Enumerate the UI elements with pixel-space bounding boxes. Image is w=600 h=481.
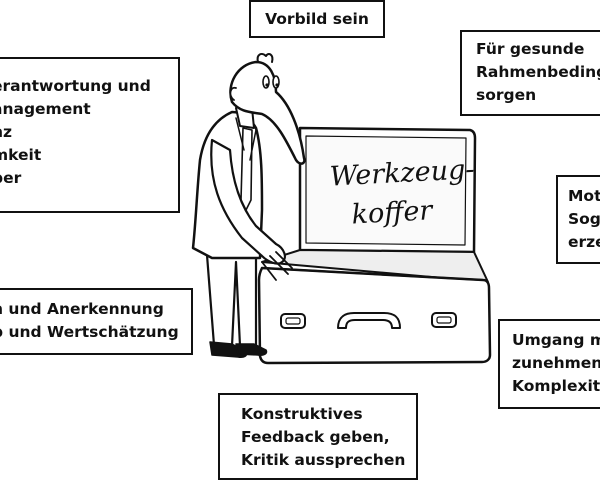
role-box-rahmenbedingungen: Für gesunde Rahmenbeding sorgen bbox=[460, 30, 600, 116]
role-box-line: nz bbox=[0, 123, 13, 141]
role-box-line: erze bbox=[568, 233, 600, 251]
role-box-feedback: Konstruktives Feedback geben, Kritik aus… bbox=[218, 393, 418, 480]
man-arm bbox=[210, 138, 286, 265]
role-box-komplexitaet: Umgang m zunehmen Komplexita bbox=[498, 319, 600, 409]
role-box-line: Konstruktives bbox=[241, 405, 363, 423]
suitcase-label-line1: Werkzeug- bbox=[329, 154, 475, 193]
man-head bbox=[229, 60, 306, 165]
role-box-line: Komplexita bbox=[512, 377, 600, 395]
role-box-motivation: Mot Sog erze bbox=[556, 175, 600, 264]
role-box-line: erantwortung und bbox=[0, 77, 151, 95]
role-box-line: Kritik aussprechen bbox=[241, 451, 406, 469]
role-box-line: Sog bbox=[568, 210, 600, 228]
role-box-line: Feedback geben, bbox=[241, 428, 390, 446]
role-box-line: n und Anerkennung bbox=[0, 300, 164, 318]
man-shoe-right bbox=[235, 343, 268, 356]
role-box-line: Rahmenbeding bbox=[476, 63, 600, 81]
man-ear bbox=[229, 86, 237, 101]
suitcase-toolbox: Werkzeug- koffer bbox=[257, 126, 492, 365]
role-box-line: Für gesunde bbox=[476, 40, 585, 58]
role-box-line: Mot bbox=[568, 187, 600, 205]
role-box-line: sorgen bbox=[476, 86, 537, 104]
role-box-vorbild: Vorbild sein bbox=[249, 0, 385, 38]
suitcase-lid-inner bbox=[305, 135, 467, 246]
man-tie bbox=[240, 127, 253, 211]
role-box-lob-anerkennung: n und Anerkennung b und Wertschätzung bbox=[0, 288, 193, 355]
role-box-line: Vorbild sein bbox=[265, 10, 369, 28]
cartoon-man bbox=[191, 53, 306, 358]
role-box-line: anagement bbox=[0, 100, 91, 118]
suitcase-label-line2: koffer bbox=[351, 195, 435, 230]
role-box-line: Umgang m bbox=[512, 331, 600, 349]
role-box-line: b und Wertschätzung bbox=[0, 323, 179, 341]
role-box-eigenverantwortung: erantwortung und anagement nz mkeit ber bbox=[0, 57, 180, 213]
man-hair bbox=[256, 53, 274, 63]
role-box-line: mkeit bbox=[0, 146, 42, 164]
man-legs bbox=[205, 253, 258, 348]
role-box-line: zunehmen bbox=[512, 354, 600, 372]
role-box-line: ber bbox=[0, 169, 22, 187]
suitcase-rim bbox=[261, 267, 484, 281]
suitcase-handle bbox=[337, 312, 401, 329]
